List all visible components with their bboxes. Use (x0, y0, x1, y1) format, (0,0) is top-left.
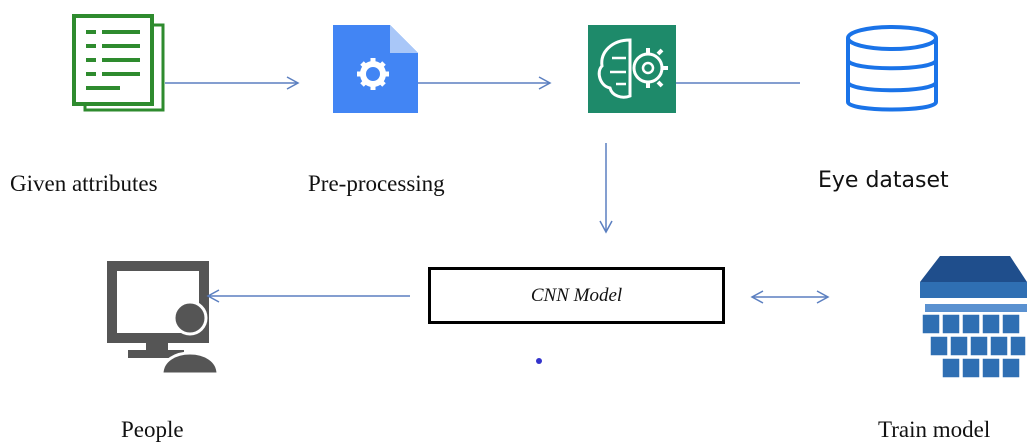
cnn-model-label: CNN Model (530, 284, 623, 306)
gear-document-icon (333, 25, 418, 113)
train-model-label: Train model (878, 417, 991, 442)
pre-processing-label: Pre-processing (308, 171, 445, 196)
dot-marker (536, 358, 542, 364)
people-label: People (121, 417, 184, 442)
database-icon (846, 25, 938, 112)
eye-dataset-label: Eye dataset (818, 168, 949, 193)
document-list-icon (72, 14, 165, 112)
given-attributes-label: Given attributes (10, 171, 158, 196)
computer-user-icon (107, 261, 220, 376)
cnn-model-box: CNN Model (428, 267, 725, 324)
cube-stack-icon (920, 256, 1027, 379)
brain-gear-icon (588, 25, 676, 113)
